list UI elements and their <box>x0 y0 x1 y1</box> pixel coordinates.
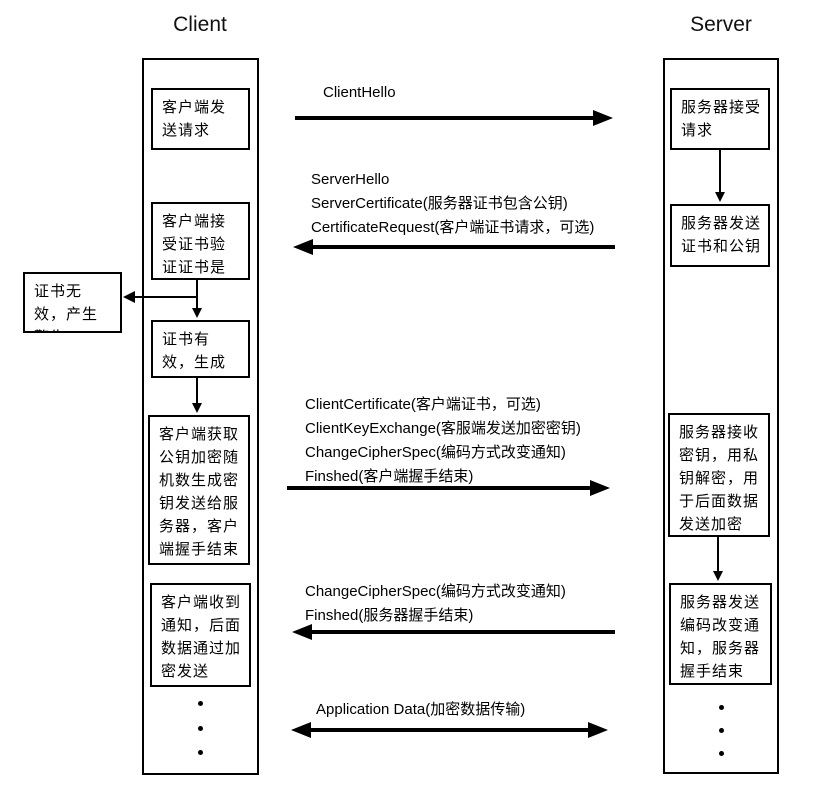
ellipsis-dot <box>719 728 724 733</box>
flow-line-to-warning <box>134 296 198 298</box>
client-step-receive-notice: 客户端收到通知，后面数据通过加密发送 <box>150 583 251 687</box>
client-step-cert-valid: 证书有效，生成随机数 <box>151 320 250 378</box>
message-appdata-arrow <box>310 728 590 732</box>
message-serverhello-label-2: ServerCertificate(服务器证书包含公钥) <box>311 195 568 212</box>
flow-line-valid-to-encrypt <box>196 378 198 405</box>
ellipsis-dot <box>198 750 203 755</box>
arrowhead-right-icon <box>588 722 608 738</box>
server-column-title: Server <box>690 13 752 36</box>
message-clientfinished-arrow <box>287 486 592 490</box>
arrowhead-left-icon <box>293 239 313 255</box>
message-clientfinished-label-2: ClientKeyExchange(客服端发送加密密钥) <box>305 420 581 437</box>
arrowhead-down-icon <box>715 192 725 202</box>
ellipsis-dot <box>719 705 724 710</box>
message-serverfinished-label-2: Finshed(服务器握手结束) <box>305 607 474 624</box>
ellipsis-dot <box>719 751 724 756</box>
arrowhead-left-icon <box>292 624 312 640</box>
arrowhead-right-icon <box>590 480 610 496</box>
flow-line-decrypt-to-done <box>717 537 719 573</box>
client-column-title: Client <box>173 13 227 36</box>
server-step-decrypt-key: 服务器接收密钥，用私钥解密，用于后面数据发送加密 <box>668 413 770 537</box>
arrowhead-down-icon <box>192 308 202 318</box>
message-clienthello-label: ClientHello <box>323 84 396 101</box>
ellipsis-dot <box>198 726 203 731</box>
server-step-handshake-done: 服务器发送编码改变通知，服务器握手结束 <box>669 583 772 685</box>
flow-line-accept-to-sendcert <box>719 150 721 194</box>
message-serverfinished-label-1: ChangeCipherSpec(编码方式改变通知) <box>305 583 566 600</box>
client-step-send-request: 客户端发送请求 <box>151 88 250 150</box>
message-serverhello-label-1: ServerHello <box>311 171 390 188</box>
message-serverhello-label-3: CertificateRequest(客户端证书请求，可选) <box>311 219 595 236</box>
arrowhead-down-icon <box>713 571 723 581</box>
ellipsis-dot <box>198 701 203 706</box>
message-clientfinished-label-1: ClientCertificate(客户端证书，可选) <box>305 396 541 413</box>
message-serverhello-arrow <box>312 245 615 249</box>
arrowhead-left-icon <box>123 291 135 303</box>
server-step-accept-request: 服务器接受请求 <box>670 88 770 150</box>
client-warning-cert-invalid: 证书无效，产生警告 <box>23 272 122 333</box>
message-clientfinished-label-3: ChangeCipherSpec(编码方式改变通知) <box>305 444 566 461</box>
flow-line-verify-to-valid <box>196 280 198 310</box>
server-step-send-cert: 服务器发送证书和公钥 <box>670 204 770 267</box>
arrowhead-down-icon <box>192 403 202 413</box>
message-serverfinished-arrow <box>312 630 615 634</box>
client-step-encrypt-key: 客户端获取公钥加密随机数生成密钥发送给服务器，客户端握手结束 <box>148 415 250 565</box>
arrowhead-right-icon <box>593 110 613 126</box>
arrowhead-left-icon <box>291 722 311 738</box>
message-clientfinished-label-4: Finshed(客户端握手结束) <box>305 468 474 485</box>
client-step-verify-cert: 客户端接受证书验证证书是否有效 <box>151 202 250 280</box>
message-appdata-label: Application Data(加密数据传输) <box>316 701 526 718</box>
message-clienthello-arrow <box>295 116 595 120</box>
